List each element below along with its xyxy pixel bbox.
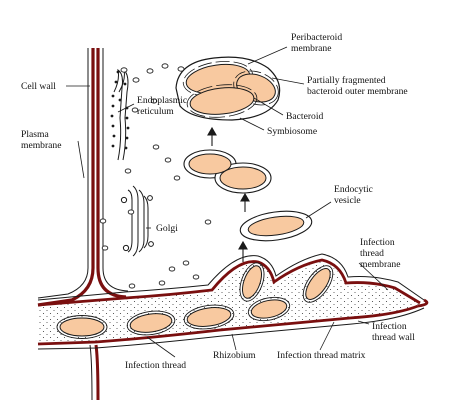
rhizobium-3 [183,304,235,330]
rhizobium-5 [239,262,265,302]
label-endocytic-line1: Endocytic [334,184,373,195]
label-endoplasmic-reticulum-line2: reticulum [137,106,174,117]
plasma-membrane [37,48,129,401]
label-it-membrane-line1: Infection [360,237,395,248]
label-cell-wall: Cell wall [21,81,56,92]
rhizobium-6 [302,265,334,303]
label-it-membrane-line3: membrane [360,259,401,270]
label-golgi: Golgi [156,223,178,234]
label-fragmented-line1: Partially fragmented [307,75,386,86]
endocytic-vesicle [239,210,313,242]
label-fragmented-line2: bacteroid outer membrane [307,86,408,97]
symbiosome [175,56,281,121]
rhizobia [56,262,334,339]
arrows [207,126,250,262]
rhizobium-1 [56,315,108,339]
dividing-symbiosome [183,149,272,194]
label-it-wall-line1: Infection [372,321,407,332]
label-plasma-membrane-line1: Plasma [21,129,49,140]
label-endoplasmic-reticulum-line1: Endoplasmic [137,95,187,106]
label-bacteroid: Bacteroid [286,111,323,122]
label-endocytic-line2: vesicle [334,195,361,206]
golgi [120,185,154,257]
label-plasma-membrane-line2: membrane [21,140,62,151]
label-peribacteroid-line1: Peribacteroid [291,32,342,43]
label-peribacteroid-line2: membrane [291,43,332,54]
leader-lines [66,46,389,358]
label-it-matrix: Infection thread matrix [277,350,366,361]
rhizobium-4 [247,296,291,322]
labels: Cell wall Plasma membrane Endoplasmic re… [21,32,415,371]
label-infection-thread: Infection thread [125,360,186,371]
label-it-wall-line2: thread wall [372,332,415,343]
rhizobium-2 [126,310,176,336]
label-symbiosome: Symbiosome [267,126,317,137]
label-it-membrane-line2: thread [360,248,384,259]
vesicles [99,63,212,289]
label-rhizobium: Rhizobium [213,350,256,361]
cell-wall [37,48,127,307]
endoplasmic-reticulum [110,68,130,161]
